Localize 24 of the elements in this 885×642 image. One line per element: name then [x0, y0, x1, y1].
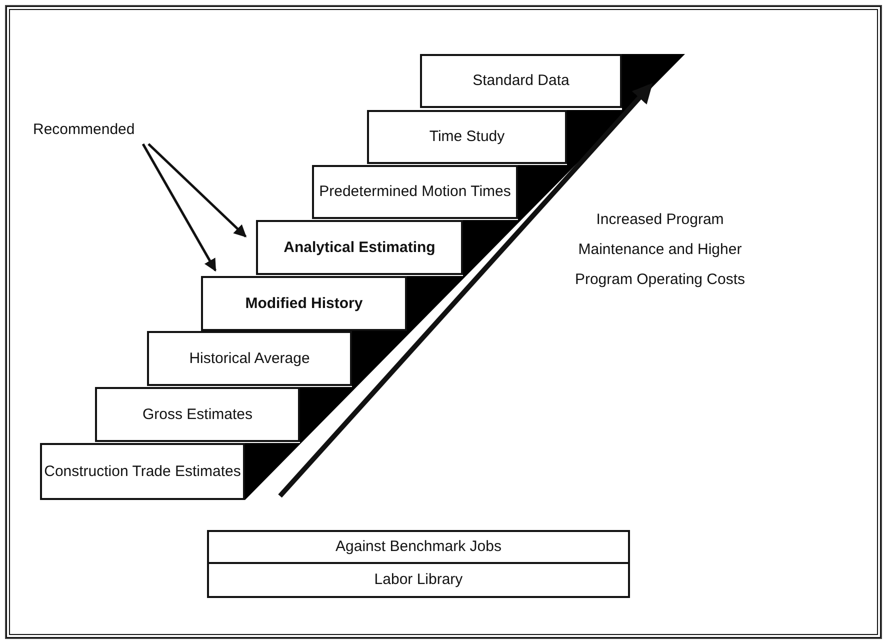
arrow: [148, 143, 247, 238]
step-label: Against Benchmark Jobs: [336, 537, 502, 557]
step-box: [312, 165, 518, 219]
step-box: [207, 562, 630, 598]
annotation-text: Increased Program Maintenance and Higher Program Operating Costs: [574, 210, 746, 290]
step-label: Standard Data: [472, 71, 570, 91]
step-label: Modified History: [245, 294, 363, 314]
step-label: Analytical Estimating: [284, 238, 436, 258]
step-box: [95, 387, 300, 442]
step-box: [367, 110, 567, 164]
step-box: [256, 220, 463, 275]
note-text: Recommended: [33, 116, 143, 144]
step-box: [201, 276, 407, 331]
arrow: [142, 143, 216, 272]
step-box: [420, 54, 622, 108]
step-label: Construction Trade Estimates: [44, 462, 241, 482]
step-label: Predetermined Motion Times: [319, 182, 511, 202]
step-box: [207, 530, 630, 564]
step-box: [147, 331, 352, 386]
step-label: Historical Average: [189, 348, 310, 368]
step-label: Labor Library: [374, 570, 463, 590]
step-label: Time Study: [429, 127, 505, 147]
step-box: [40, 443, 245, 500]
step-label: Gross Estimates: [142, 404, 253, 424]
